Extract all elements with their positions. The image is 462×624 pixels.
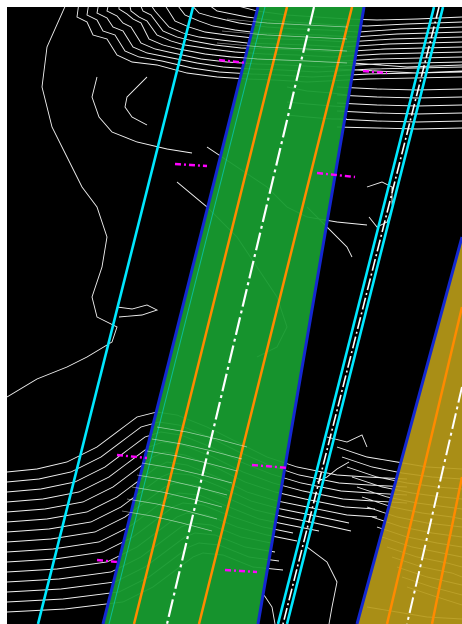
primary-road-centerline <box>165 7 316 624</box>
contour-line <box>7 7 118 398</box>
right-of-way-lines <box>36 7 445 624</box>
contour-line <box>336 94 462 99</box>
section-marker <box>218 58 248 65</box>
section-markers <box>96 58 388 574</box>
primary-road[interactable] <box>101 7 366 624</box>
section-marker <box>224 568 258 574</box>
secondary-road-lane-line <box>430 476 462 624</box>
contour-line <box>124 76 148 126</box>
contour-line <box>336 126 462 130</box>
section-marker <box>316 171 356 179</box>
primary-road-right-boundary <box>256 7 366 624</box>
contour-line <box>261 591 276 624</box>
right-of-way-line-left <box>36 7 195 624</box>
primary-road-lane-line <box>197 7 354 624</box>
cad-drawing[interactable] <box>7 7 462 624</box>
right-of-way-centerline <box>282 7 440 624</box>
primary-road-outer-left <box>108 7 266 624</box>
contour-line <box>336 86 462 91</box>
secondary-road-lane-line <box>385 306 462 624</box>
contour-line <box>326 434 368 448</box>
contour-line <box>91 76 193 154</box>
contour-line <box>336 102 462 107</box>
drawing-canvas[interactable] <box>7 7 462 624</box>
secondary-road-boundary <box>355 236 462 624</box>
right-of-way-line-right-inner <box>285 7 445 624</box>
secondary-road[interactable] <box>355 236 462 624</box>
section-marker <box>96 558 118 564</box>
primary-road-lane-line <box>132 7 289 624</box>
section-marker <box>362 69 388 75</box>
primary-road-surface[interactable] <box>103 7 364 624</box>
contour-line <box>336 118 462 123</box>
right-of-way-line-right-outer <box>276 7 436 624</box>
section-marker <box>116 453 148 460</box>
contour-line <box>316 461 350 483</box>
secondary-road-centerline <box>406 386 462 624</box>
contour-line <box>116 304 159 318</box>
contour-line <box>336 110 462 115</box>
section-marker <box>174 162 208 168</box>
contour-overlay <box>121 18 348 532</box>
contour-line <box>336 68 462 74</box>
section-marker <box>251 463 290 470</box>
contour-line <box>306 546 338 624</box>
primary-road-left-boundary <box>101 7 260 624</box>
